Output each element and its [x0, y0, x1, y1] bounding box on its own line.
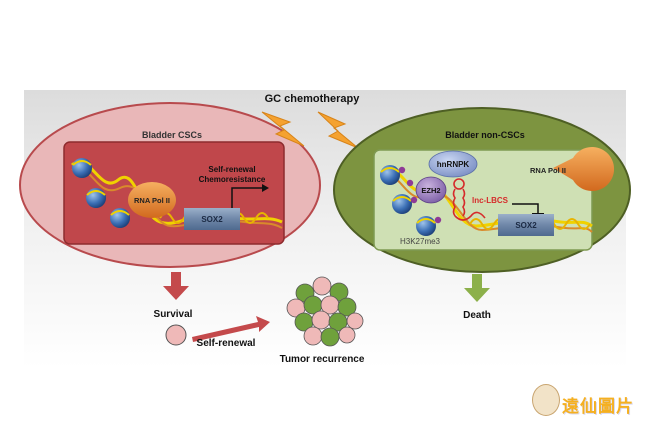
tumor-recurrence-label: Tumor recurrence [280, 354, 365, 365]
left-rna-pol-ii-label: RNA Pol II [134, 196, 170, 205]
survival-arrow [163, 272, 189, 300]
self-renewal-arrow [192, 316, 270, 342]
surviving-cell [165, 324, 187, 346]
lnc-lbcs-rna [452, 178, 486, 221]
ezh2-protein [415, 176, 447, 204]
left-transcription-arrowhead [262, 184, 269, 192]
histone-mark-label: H3K27me3 [400, 237, 441, 246]
right-rna-pol-ii [553, 147, 615, 191]
right-sox2-gene [498, 214, 554, 236]
right-rna-pol-ii-label: RNA Pol II [530, 166, 566, 175]
hnrnpk-protein [428, 150, 478, 178]
death-label: Death [463, 310, 491, 321]
watermark-text: 遠仙圖片 [562, 397, 634, 417]
left-rna-pol-ii [128, 182, 176, 218]
watermark-logo: 遠仙圖片 [516, 380, 644, 426]
right-nucleosomes [380, 165, 436, 236]
left-outcome-line2: Chemoresistance [199, 175, 266, 184]
left-nucleosomes [72, 158, 130, 228]
portrait-icon [532, 384, 560, 416]
ezh2-label: EZH2 [421, 186, 440, 195]
survival-label: Survival [154, 309, 193, 320]
right-cell-title: Bladder non-CSCs [445, 130, 525, 140]
left-transcription-arrow [231, 187, 262, 208]
right-sox2-label: SOX2 [515, 221, 537, 230]
left-sox2-gene [184, 208, 240, 230]
self-renewal-label: Self-renewal [197, 338, 256, 349]
tumor-cluster [286, 276, 364, 347]
header-title: GC chemotherapy [265, 93, 361, 105]
methyl-marks [398, 166, 442, 224]
inhibition-arrow [512, 203, 539, 214]
left-outcome-line1: Self-renewal [208, 165, 255, 174]
hnrnpk-label: hnRNPK [437, 160, 470, 169]
left-sox2-label: SOX2 [201, 215, 223, 224]
death-arrow [464, 274, 490, 302]
lnc-lbcs-label: lnc-LBCS [472, 196, 509, 205]
left-cell-title: Bladder CSCs [142, 130, 202, 140]
